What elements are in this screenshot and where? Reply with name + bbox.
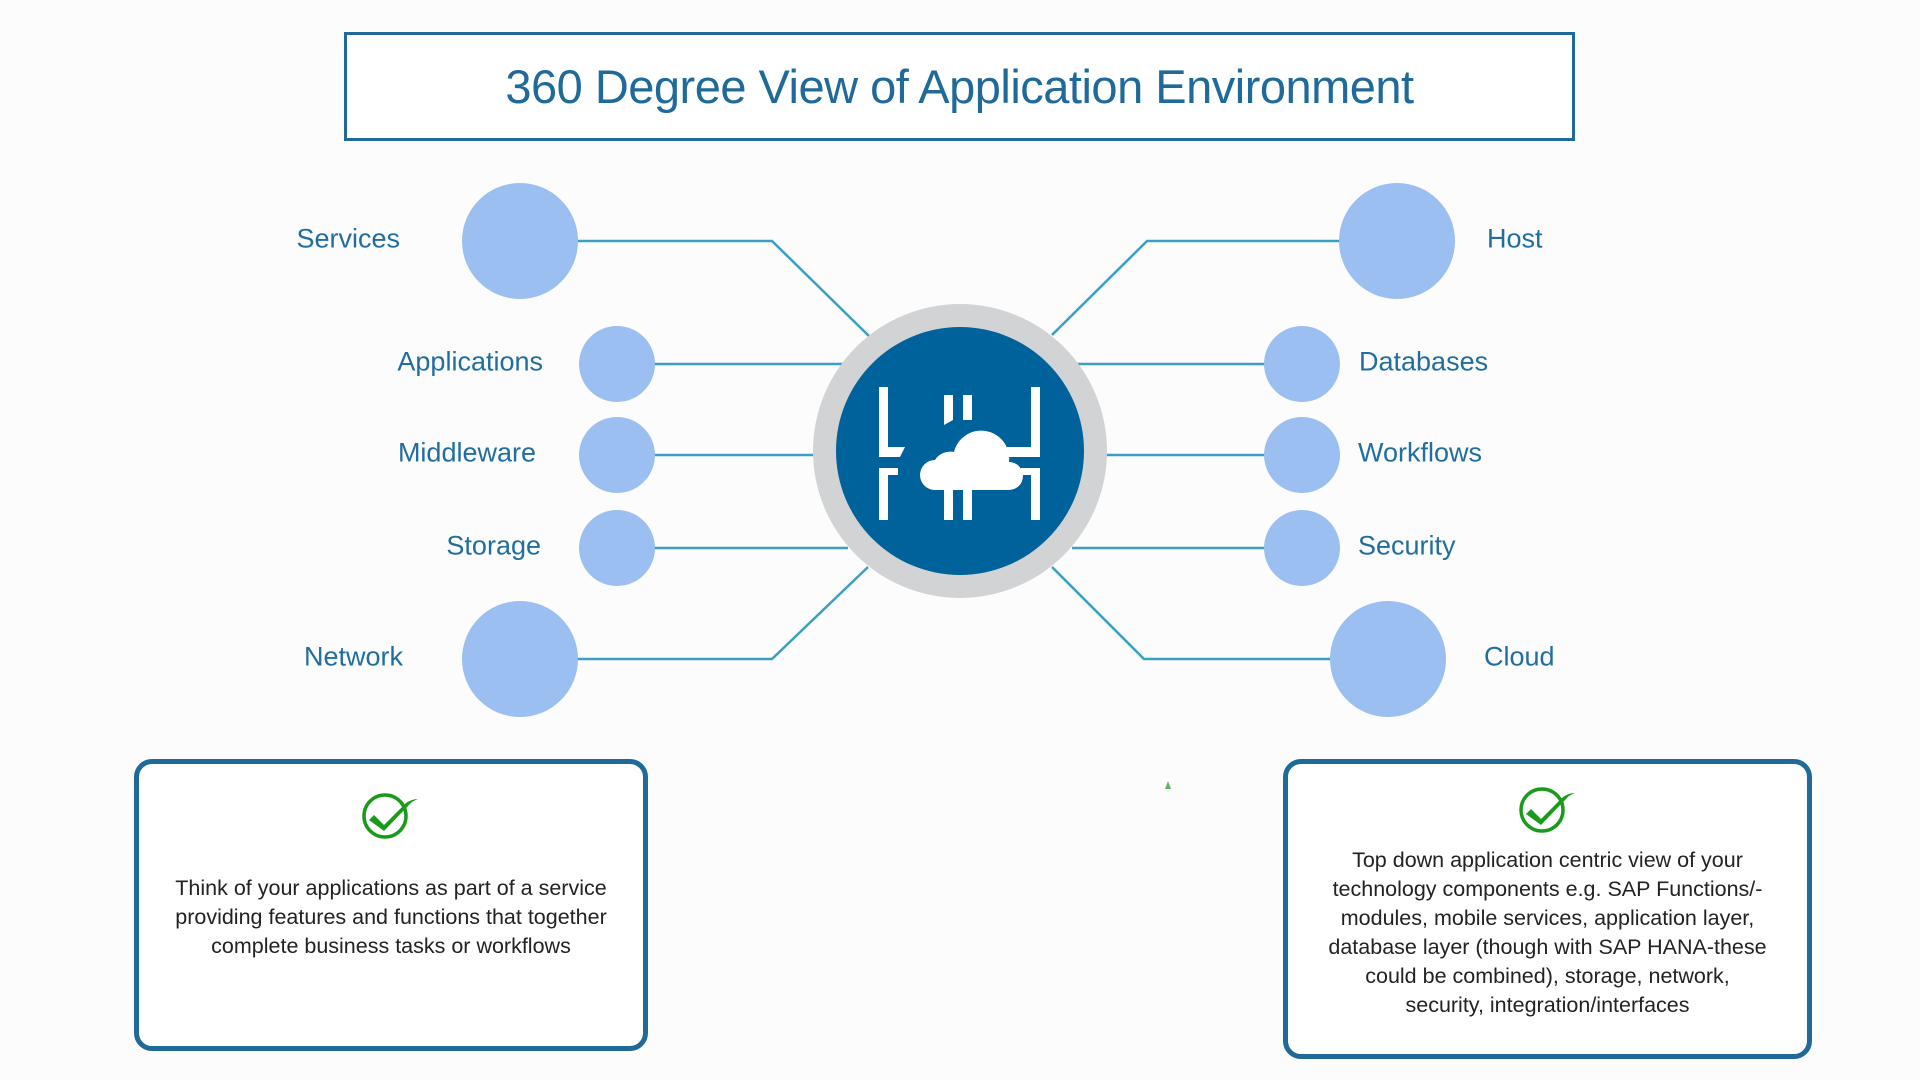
label-cloud: Cloud (1484, 641, 1555, 672)
cloud-gateway-icon (879, 387, 1040, 520)
connector-host (1051, 239, 1397, 336)
node-middleware (579, 417, 655, 493)
node-workflows (1264, 417, 1340, 493)
info-line: Top down application centric view of you… (1352, 848, 1743, 872)
info-line: providing features and functions that to… (175, 905, 607, 929)
info-line: modules, mobile services, application la… (1340, 906, 1755, 930)
check-circle-icon (1518, 787, 1575, 833)
info-box-service-view: Think of your applications as part of a … (134, 759, 648, 1051)
center-hub (813, 304, 1107, 598)
node-storage (579, 510, 655, 586)
label-network: Network (303, 641, 403, 672)
info-line: Think of your applications as part of a … (175, 876, 607, 900)
info-line: security, integration/interfaces (1405, 993, 1690, 1017)
connector-services (520, 239, 871, 338)
connector-cloud (1051, 566, 1388, 661)
info-line: could be combined), storage, network, (1365, 964, 1730, 988)
info-line: technology components e.g. SAP Functions… (1332, 877, 1763, 901)
node-applications (579, 326, 655, 402)
node-databases (1264, 326, 1340, 402)
info-text: Think of your applications as part of a … (139, 874, 643, 961)
label-applications: Applications (397, 346, 543, 377)
check-circle-icon (362, 793, 418, 839)
label-workflows: Workflows (1358, 437, 1483, 468)
node-security (1264, 510, 1340, 586)
label-middleware: Middleware (397, 437, 536, 468)
node-cloud (1330, 601, 1446, 717)
nodes (462, 183, 1455, 717)
label-security: Security (1358, 530, 1456, 561)
node-network (462, 601, 578, 717)
connector-network (520, 566, 869, 661)
node-services (462, 183, 578, 299)
info-text: Top down application centric view of you… (1288, 846, 1807, 1020)
info-box-application-centric: Top down application centric view of you… (1283, 759, 1812, 1059)
info-line: database layer (though with SAP HANA-the… (1328, 935, 1767, 959)
label-storage: Storage (446, 530, 541, 561)
page-title: 360 Degree View of Application Environme… (505, 60, 1414, 113)
stray-marker (1165, 781, 1171, 789)
label-databases: Databases (1359, 346, 1489, 377)
info-line: complete business tasks or workflows (211, 934, 571, 958)
title-banner: 360 Degree View of Application Environme… (344, 32, 1575, 141)
label-host: Host (1487, 223, 1543, 254)
label-services: Services (296, 223, 400, 254)
node-host (1339, 183, 1455, 299)
